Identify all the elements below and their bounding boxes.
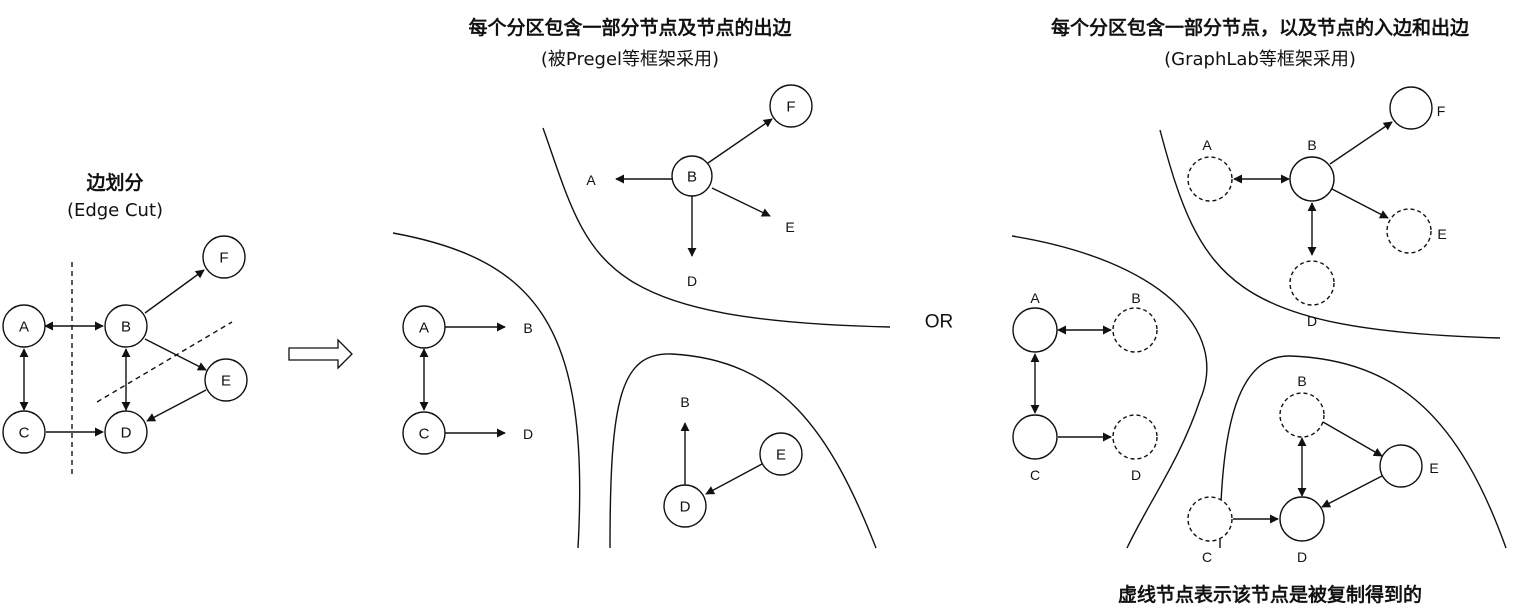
node-a bbox=[402, 305, 446, 349]
label-d: D bbox=[1297, 549, 1307, 565]
edge-b-e bbox=[144, 338, 207, 371]
node-a bbox=[2, 304, 46, 348]
partition-boundary-upper bbox=[542, 127, 891, 328]
partition-boundary-lower bbox=[609, 353, 877, 549]
node-b bbox=[104, 304, 148, 348]
label-b: B bbox=[1297, 373, 1306, 389]
label-f: F bbox=[219, 250, 228, 267]
partition-boundary-left bbox=[1011, 235, 1208, 549]
node-b-replica bbox=[1279, 392, 1325, 438]
partition-boundary-lower bbox=[1219, 355, 1507, 549]
node-b bbox=[671, 155, 713, 197]
edge-e-d bbox=[705, 463, 763, 495]
node-f bbox=[202, 235, 246, 279]
label-a: A bbox=[586, 172, 596, 188]
pregel-title: 每个分区包含一部分节点及节点的出边 bbox=[468, 17, 792, 39]
label-b: B bbox=[523, 320, 532, 336]
node-d bbox=[663, 484, 707, 528]
edge-b-f bbox=[144, 269, 205, 314]
edge-e-d bbox=[1321, 475, 1383, 508]
edge-cut-graph bbox=[2, 235, 248, 478]
node-c bbox=[2, 410, 46, 454]
node-e-replica bbox=[1386, 208, 1432, 254]
label-e: E bbox=[776, 447, 786, 464]
node-e bbox=[1379, 444, 1423, 488]
graphlab-partition bbox=[1011, 86, 1507, 549]
label-b: B bbox=[1307, 137, 1316, 153]
label-a: A bbox=[1202, 137, 1212, 153]
node-d-replica bbox=[1289, 260, 1335, 306]
node-d bbox=[1279, 496, 1325, 542]
edge-b-f bbox=[707, 118, 773, 164]
transition-arrow-icon bbox=[288, 338, 353, 370]
node-d-replica bbox=[1112, 414, 1158, 460]
node-a bbox=[1012, 307, 1058, 353]
node-e bbox=[204, 358, 248, 402]
edge-cut-subtitle: (Edge Cut) bbox=[66, 200, 164, 221]
node-b bbox=[1289, 156, 1335, 202]
edge-b-e bbox=[711, 187, 771, 217]
pregel-subtitle: (被Pregel等框架采用) bbox=[540, 49, 720, 70]
label-e: E bbox=[785, 219, 794, 235]
label-f: F bbox=[1437, 103, 1446, 119]
node-e bbox=[759, 432, 803, 476]
node-a-replica bbox=[1187, 156, 1233, 202]
label-e: E bbox=[1429, 460, 1438, 476]
label-d: D bbox=[687, 273, 697, 289]
edge-b-e bbox=[1331, 188, 1389, 219]
label-b: B bbox=[1131, 290, 1140, 306]
label-d: D bbox=[1307, 313, 1317, 329]
partition-boundary-upper bbox=[1159, 129, 1501, 339]
replica-legend-note: 虚线节点表示该节点是被复制得到的 bbox=[1117, 584, 1422, 606]
edge-b-f bbox=[1329, 121, 1393, 165]
graphlab-subtitle: (GraphLab等框架采用) bbox=[1164, 49, 1356, 70]
node-c bbox=[402, 411, 446, 455]
partition-boundary-left bbox=[392, 232, 581, 549]
label-c: C bbox=[1202, 549, 1212, 565]
node-f bbox=[769, 84, 813, 128]
edge-cut-title: 边划分 bbox=[86, 172, 144, 194]
node-d bbox=[104, 410, 148, 454]
cut-line-diagonal bbox=[96, 321, 233, 403]
label-b: B bbox=[680, 394, 689, 410]
label-c: C bbox=[19, 425, 30, 442]
label-e: E bbox=[1437, 226, 1446, 242]
node-c bbox=[1012, 414, 1058, 460]
label-b: B bbox=[121, 319, 131, 336]
edge-e-d bbox=[146, 389, 207, 422]
label-d: D bbox=[121, 425, 132, 442]
label-c: C bbox=[419, 426, 430, 443]
node-c-replica bbox=[1187, 496, 1233, 542]
graphlab-title: 每个分区包含一部分节点，以及节点的入边和出边 bbox=[1050, 17, 1469, 39]
edge-b-e bbox=[1322, 421, 1383, 457]
label-a: A bbox=[419, 320, 429, 337]
node-b-replica bbox=[1112, 307, 1158, 353]
label-d: D bbox=[523, 426, 533, 442]
label-f: F bbox=[786, 99, 795, 116]
pregel-partition bbox=[392, 84, 891, 549]
label-d: D bbox=[1131, 467, 1141, 483]
label-a: A bbox=[1030, 290, 1040, 306]
label-c: C bbox=[1030, 467, 1040, 483]
node-f bbox=[1389, 86, 1433, 130]
or-separator: OR bbox=[925, 312, 954, 333]
label-b: B bbox=[687, 169, 697, 186]
label-a: A bbox=[19, 319, 29, 336]
label-d: D bbox=[680, 499, 691, 516]
label-e: E bbox=[221, 373, 231, 390]
